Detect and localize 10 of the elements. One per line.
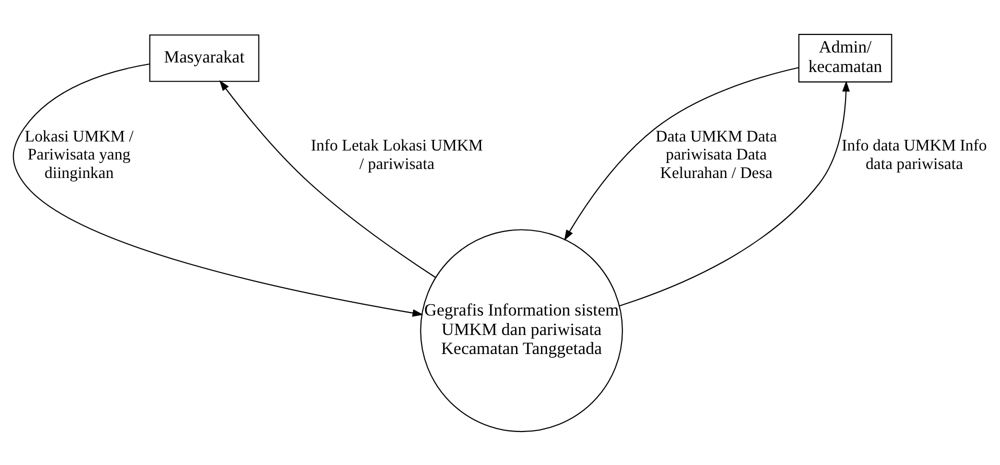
- arrow: [564, 66, 798, 240]
- edge-label: Info Letak Lokasi UMKM / pariwisata: [310, 136, 482, 172]
- edge-label: Lokasi UMKM / Pariwisata yang diinginkan: [24, 128, 133, 182]
- arrow: [218, 80, 436, 278]
- node-box: Admin/ kecamatan: [798, 33, 892, 82]
- arrow: [12, 63, 423, 316]
- edge-label: Data UMKM Data pariwisata Data Kelurahan / Desa: [655, 128, 776, 182]
- node-box: Masyarakat: [148, 34, 259, 82]
- arrow: [618, 80, 850, 306]
- edge-label: Info data UMKM Info data pariwisata: [841, 136, 986, 172]
